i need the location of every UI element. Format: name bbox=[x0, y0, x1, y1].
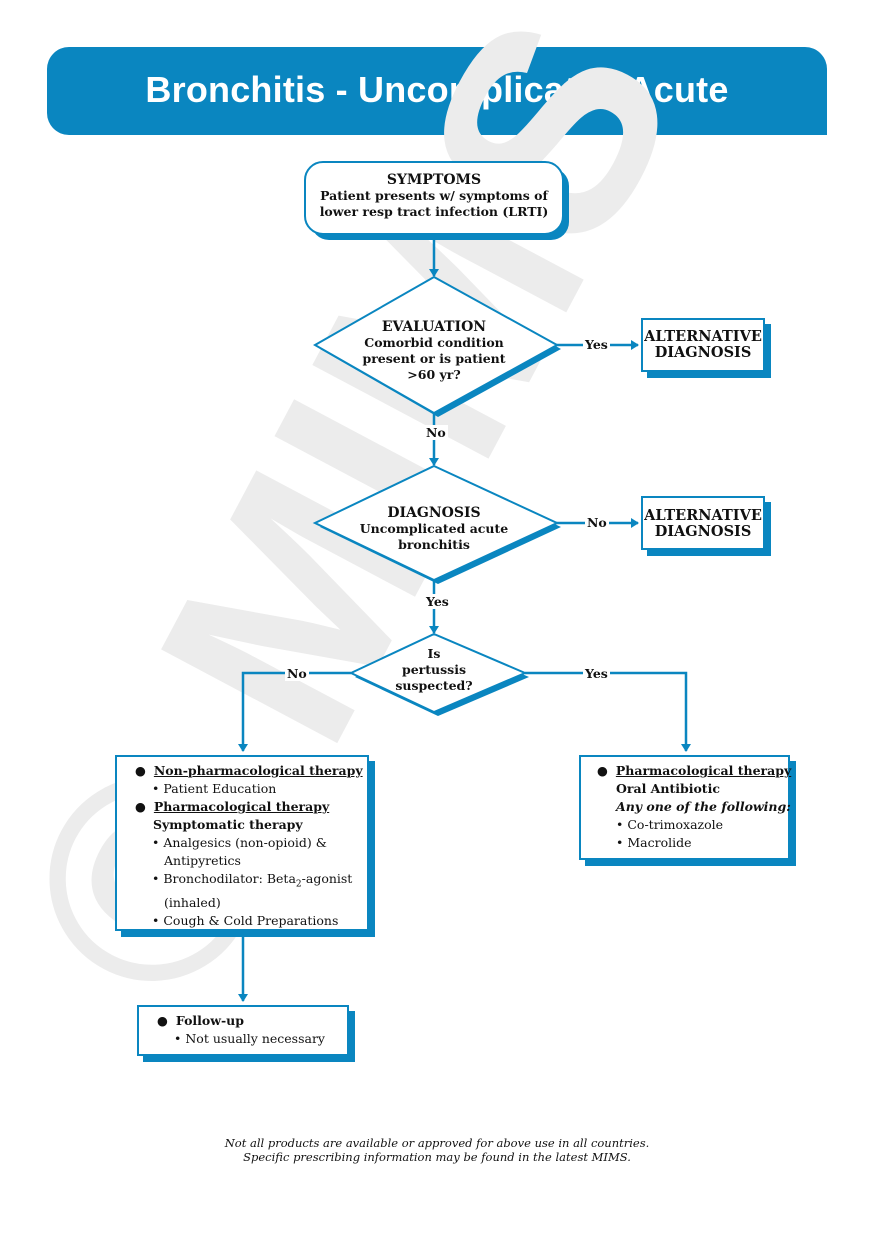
pertussis-line3: suspected? bbox=[395, 678, 473, 693]
symptoms-line2: lower resp tract infection (LRTI) bbox=[319, 204, 549, 219]
nonpharm-item: Patient Education bbox=[163, 781, 277, 796]
pertussis-line1: Is bbox=[427, 646, 441, 661]
edge-label-diagnosis-yes: Yes bbox=[424, 594, 451, 609]
diagnosis-line1: Uncomplicated acute bbox=[359, 521, 509, 536]
pertussis-line2: pertussis bbox=[401, 662, 466, 677]
item-bronchodilator-line2: (inhaled) bbox=[164, 894, 221, 910]
evaluation-line1: Comorbid condition bbox=[364, 335, 504, 350]
diagnosis-title: DIAGNOSIS bbox=[387, 505, 481, 521]
nonpharm-heading: Non-pharmacological therapy bbox=[153, 763, 363, 778]
item-analgesics-line2: Antipyretics bbox=[164, 853, 241, 868]
any-one-note: Any one of the following: bbox=[616, 799, 791, 814]
evaluation-diamond bbox=[312, 275, 560, 415]
pertussis-diamond bbox=[348, 632, 528, 714]
follow-up-heading: Follow-up bbox=[175, 1013, 245, 1028]
symptoms-node: SYMPTOMS Patient presents w/ symptoms of… bbox=[305, 172, 563, 220]
page-title: Bronchitis - Uncomplicated Acute bbox=[145, 69, 729, 110]
diagnosis-diamond bbox=[312, 464, 560, 582]
edge-label-pertussis-no: No bbox=[285, 666, 309, 681]
evaluation-line2: present or is patient bbox=[362, 351, 506, 366]
footer-note: Not all products are available or approv… bbox=[0, 1136, 874, 1164]
alt2-line1: ALTERNATIVE bbox=[644, 507, 762, 524]
follow-up-box: ● Follow-up • Not usually necessary bbox=[137, 1005, 349, 1056]
oral-antibiotic-heading: Oral Antibiotic bbox=[616, 781, 720, 796]
footer-line2: Specific prescribing information may be … bbox=[243, 1150, 631, 1164]
symptoms-title: SYMPTOMS bbox=[386, 172, 482, 188]
arrow-pertussis-right bbox=[525, 671, 691, 752]
evaluation-node: EVALUATION Comorbid condition present or… bbox=[334, 319, 534, 383]
item-bronchodilator-sub: 2 bbox=[295, 879, 302, 890]
edge-label-evaluation-yes: Yes bbox=[583, 337, 610, 352]
diagnosis-line2: bronchitis bbox=[398, 537, 470, 552]
symptoms-line1: Patient presents w/ symptoms of bbox=[320, 188, 548, 203]
edge-label-pertussis-yes: Yes bbox=[583, 666, 610, 681]
pertussis-treatment-box: ● Pharmacological therapy Oral Antibioti… bbox=[579, 755, 792, 860]
follow-up-item: Not usually necessary bbox=[185, 1031, 325, 1046]
item-macrolide: Macrolide bbox=[627, 835, 692, 850]
symptoms-box bbox=[304, 161, 564, 235]
item-co-trimoxazole: Co-trimoxazole bbox=[627, 817, 724, 832]
pharm-heading-left: Pharmacological therapy bbox=[153, 799, 330, 814]
item-bronchodilator-pre: Bronchodilator: Beta bbox=[163, 871, 296, 886]
alternative-diagnosis-box-1: ALTERNATIVE DIAGNOSIS bbox=[641, 318, 765, 372]
diagnosis-node: DIAGNOSIS Uncomplicated acute bronchitis bbox=[334, 505, 534, 553]
no-pertussis-treatment-box: ● Non-pharmacological therapy • Patient … bbox=[115, 755, 369, 931]
title-banner: Bronchitis - Uncomplicated Acute bbox=[47, 47, 827, 135]
edge-label-evaluation-no: No bbox=[424, 425, 448, 440]
symptomatic-heading: Symptomatic therapy bbox=[153, 817, 303, 832]
item-bronchodilator-post: -agonist bbox=[301, 871, 353, 886]
pertussis-node: Is pertussis suspected? bbox=[384, 646, 484, 694]
edge-label-diagnosis-no: No bbox=[585, 515, 609, 530]
alt1-line2: DIAGNOSIS bbox=[654, 344, 752, 361]
arrow-pertussis-left bbox=[238, 671, 351, 752]
item-analgesics-line1: Analgesics (non-opioid) & bbox=[163, 835, 327, 850]
evaluation-line3: >60 yr? bbox=[407, 367, 461, 382]
item-cough-cold: Cough & Cold Preparations bbox=[163, 912, 339, 928]
alt2-line2: DIAGNOSIS bbox=[654, 523, 752, 540]
alternative-diagnosis-box-2: ALTERNATIVE DIAGNOSIS bbox=[641, 496, 765, 550]
alt1-line1: ALTERNATIVE bbox=[644, 328, 762, 345]
evaluation-title: EVALUATION bbox=[381, 319, 487, 335]
footer-line1: Not all products are available or approv… bbox=[224, 1136, 650, 1150]
pharm-heading-right: Pharmacological therapy bbox=[615, 763, 792, 778]
